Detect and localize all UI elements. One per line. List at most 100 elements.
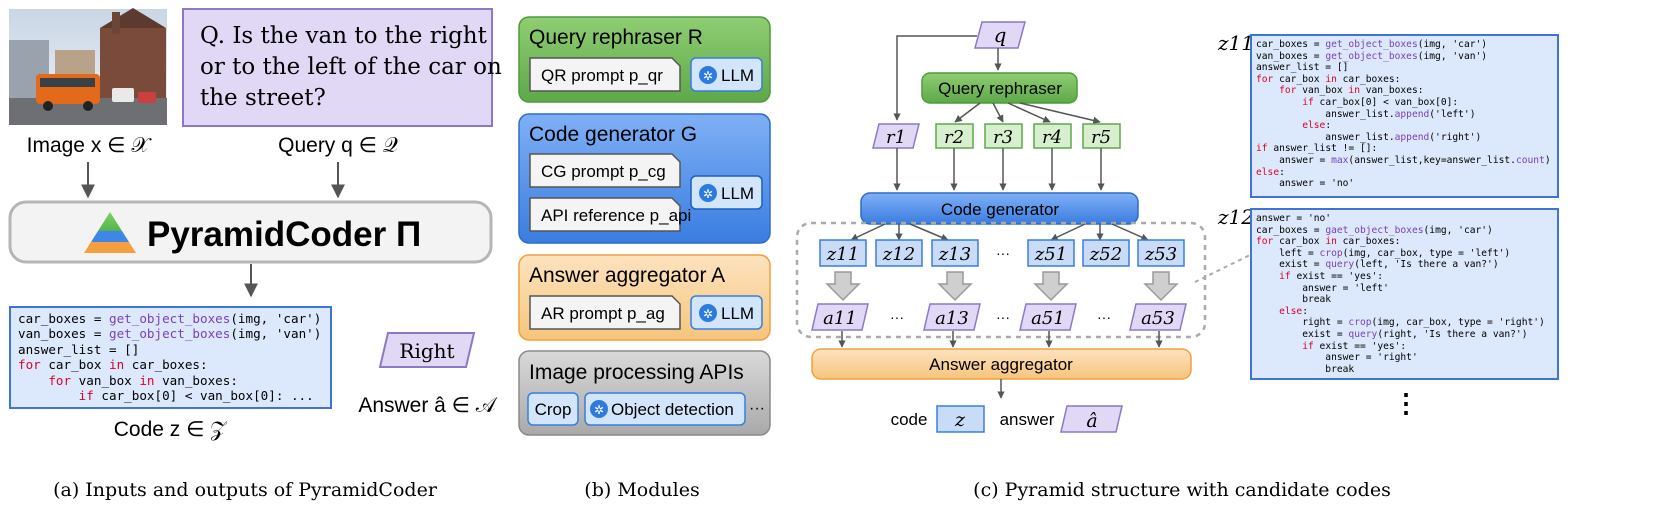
node-a11-label: a11 xyxy=(823,308,857,329)
prompt-cg-label: CG prompt p_cg xyxy=(541,162,666,181)
answer-value: Right xyxy=(399,339,454,363)
node-a13 xyxy=(923,303,981,331)
more-codes: ⋮ xyxy=(1393,388,1419,418)
prompt-api-label: API reference p_api xyxy=(541,206,691,225)
code-generator-box xyxy=(860,192,1139,225)
panel-a: Q. Is the van to the right or to the lef… xyxy=(8,8,502,501)
node-z13-label: z13 xyxy=(938,244,971,265)
query-rephraser-label: Query rephraser xyxy=(938,79,1062,98)
node-z51-label: z51 xyxy=(1034,244,1067,265)
node-r1-label: r1 xyxy=(886,127,906,148)
node-r2-label: r2 xyxy=(944,127,964,148)
pyramidcoder-title: PyramidCoder Π xyxy=(147,215,421,254)
panel-c: q Query rephraser r1 r2 r3 r4 r5 Code ge… xyxy=(795,21,1419,501)
node-a53-label: a53 xyxy=(1141,308,1175,329)
z-ellipsis: ··· xyxy=(996,245,1010,261)
node-q-label: q xyxy=(994,23,1007,47)
node-z53-label: z53 xyxy=(1144,244,1177,265)
node-z53 xyxy=(1137,239,1185,267)
api-title: Image processing APIs xyxy=(529,361,744,384)
node-r3 xyxy=(984,123,1023,149)
llm-qr-label: LLM xyxy=(721,66,754,85)
svg-text:✲: ✲ xyxy=(703,187,713,201)
answer-value-box xyxy=(378,332,476,368)
code-output-symbol: z xyxy=(954,409,966,431)
code-box-a: car_boxes = get_object_boxes(img, 'car')… xyxy=(9,306,332,409)
block-arrows xyxy=(825,271,1179,302)
prompt-cg xyxy=(529,153,681,188)
node-z11 xyxy=(819,239,867,267)
z11-code-label: z11 xyxy=(1217,31,1254,55)
node-z52 xyxy=(1082,239,1130,267)
answer-output-label: answer xyxy=(1000,410,1055,429)
code-block-z12: answer = 'no' car_boxes = gaet_object_bo… xyxy=(1256,213,1545,375)
image-label: Image x ∈ 𝒳 xyxy=(27,134,153,157)
pyramid-icon xyxy=(84,212,136,253)
api-crop xyxy=(527,392,579,426)
answer-output-box xyxy=(1060,405,1123,433)
question-box xyxy=(182,8,493,127)
code-block-z11: car_boxes = get_object_boxes(img, 'car')… xyxy=(1256,39,1551,190)
code-block-a: car_boxes = get_object_boxes(img, 'car')… xyxy=(18,311,322,404)
a-ellipsis-3: ··· xyxy=(1097,309,1111,325)
node-z51 xyxy=(1027,239,1075,267)
node-r5-label: r5 xyxy=(1091,127,1111,148)
a-ellipsis-2: ··· xyxy=(996,309,1010,325)
prompt-qr-label: QR prompt p_qr xyxy=(541,66,663,85)
node-r4-label: r4 xyxy=(1042,127,1062,148)
node-z13 xyxy=(931,239,979,267)
code-generator-label: Code generator xyxy=(941,200,1059,219)
prompt-qr xyxy=(529,57,681,92)
snowflake-icon: ✲ xyxy=(699,66,717,84)
llm-cg-label: LLM xyxy=(721,184,754,203)
node-z52-label: z52 xyxy=(1089,244,1122,265)
z12-code-label: z12 xyxy=(1217,205,1254,229)
caption-a: (a) Inputs and outputs of PyramidCoder xyxy=(53,479,438,501)
prompt-api xyxy=(529,197,681,232)
code-output-box xyxy=(936,405,985,433)
snowflake-icon: ✲ xyxy=(590,400,608,418)
query-label: Query q ∈ 𝒬 xyxy=(278,134,398,157)
prompt-ag xyxy=(529,295,681,330)
question-line-1: Q. Is the van to the right xyxy=(200,23,488,49)
node-a51 xyxy=(1019,303,1077,331)
snowflake-icon: ✲ xyxy=(699,184,717,202)
question-line-3: the street? xyxy=(200,85,326,111)
module-title-ag: Answer aggregator A xyxy=(529,264,725,287)
question-line-2: or to the left of the car on xyxy=(200,54,502,80)
answer-label: Answer â ∈ 𝒜 xyxy=(358,394,497,417)
api-object-detection xyxy=(584,392,746,426)
svg-text:✲: ✲ xyxy=(703,307,713,321)
caption-b: (b) Modules xyxy=(584,479,699,501)
llm-ag-label: LLM xyxy=(721,304,754,323)
panel-b: Query rephraser R QR prompt p_qr ✲ LLM C… xyxy=(518,16,771,501)
street-photo xyxy=(9,8,167,125)
a-ellipsis-1: ··· xyxy=(890,309,904,325)
node-z12 xyxy=(875,239,923,267)
query-rephraser-box xyxy=(921,72,1078,104)
code-label: Code z ∈ 𝒵 xyxy=(114,418,227,441)
api-object-detection-label: Object detection xyxy=(611,400,734,419)
snowflake-icon: ✲ xyxy=(699,304,717,322)
answer-output-symbol: â xyxy=(1086,410,1097,432)
prompt-ag-label: AR prompt p_ag xyxy=(541,304,665,323)
api-crop-label: Crop xyxy=(535,400,572,419)
node-a11 xyxy=(811,303,869,331)
module-title-qr: Query rephraser R xyxy=(529,26,703,49)
answer-aggregator-label: Answer aggregator xyxy=(929,355,1073,374)
node-z12-label: z12 xyxy=(882,244,915,265)
module-title-cg: Code generator G xyxy=(529,123,697,146)
caption-c: (c) Pyramid structure with candidate cod… xyxy=(973,479,1391,501)
node-r3-label: r3 xyxy=(993,127,1013,148)
node-a13-label: a13 xyxy=(935,308,969,329)
svg-text:✲: ✲ xyxy=(594,403,604,417)
node-q xyxy=(974,21,1026,49)
code-box-z11: car_boxes = get_object_boxes(img, 'car')… xyxy=(1250,34,1559,198)
node-a51-label: a51 xyxy=(1031,308,1065,329)
svg-text:✲: ✲ xyxy=(703,69,713,83)
node-r1 xyxy=(872,123,920,149)
candidate-group xyxy=(795,221,1207,339)
node-z11-label: z11 xyxy=(826,244,859,265)
